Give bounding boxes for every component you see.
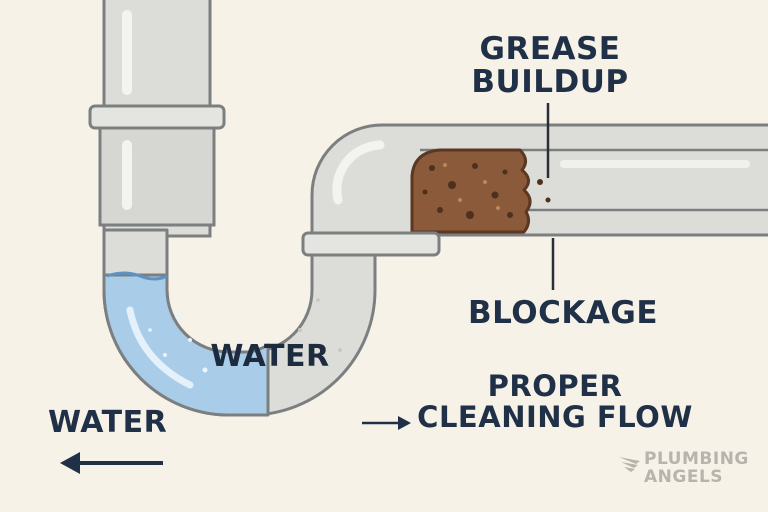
p-trap [102,228,377,417]
proper-label-line2: CLEANING FLOW [417,400,693,435]
brand-watermark: PLUMBING ANGELS [618,449,758,487]
water-flow-label: WATER [48,405,168,440]
proper-label-line1: PROPER [487,369,623,403]
grease-buildup-label: GREASE BUILDUP [470,31,630,101]
trapped-water [102,273,270,417]
water-in-pipe-label: WATER [210,339,330,374]
pipe-coupling-top [88,104,226,227]
arrow-left-icon [60,452,163,474]
blockage-label: BLOCKAGE [468,295,659,331]
grease-label-line1: GREASE [479,31,621,67]
grease-label-line2: BUILDUP [471,64,629,101]
grease-buildup [410,148,551,234]
proper-cleaning-flow-label: PROPER CLEANING FLOW [410,369,700,435]
arrow-right-icon [362,416,411,430]
brand-line1: PLUMBING [644,449,749,469]
brand-line2: ANGELS [644,466,724,487]
pipe-coupling-bottom [301,231,441,257]
wing-logo-icon [619,457,640,472]
